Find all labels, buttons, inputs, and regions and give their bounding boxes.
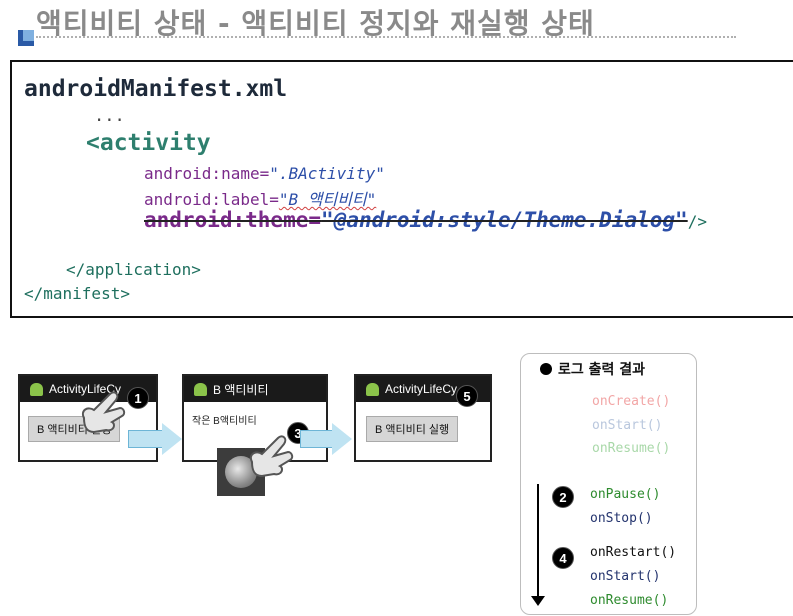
screen1-title: ActivityLifeCy (49, 382, 122, 396)
log-title: 로그 출력 결과 (558, 362, 646, 378)
code-ellipsis: ... (94, 106, 125, 126)
log-onstop: onStop() (590, 511, 653, 526)
screen2-text: 작은 B액티비티 (192, 416, 257, 427)
name-attr-key: android:name= (144, 164, 270, 183)
screen2-title: B 액티비티 (213, 382, 269, 397)
timeline-arrow-head (531, 596, 545, 606)
step-4-badge: 4 (552, 547, 574, 569)
activity-tag: <activity (86, 130, 211, 156)
hand-pointer-icon (250, 435, 294, 478)
name-attr-value: ".BActivity" (269, 164, 385, 183)
android-icon (30, 382, 43, 396)
log-oncreate: onCreate() (592, 394, 671, 409)
arrow-1-body (128, 430, 164, 448)
log-onresume-restart: onResume() (590, 593, 669, 608)
step-1-badge: 1 (127, 387, 149, 409)
arrow-2-body (300, 430, 334, 448)
arrow-1-head (162, 423, 182, 455)
timeline-line (537, 484, 539, 600)
log-onstart-restart: onStart() (590, 569, 661, 584)
title-divider (36, 36, 736, 38)
label-attribute: android:label="B 액티비티" (144, 186, 376, 210)
launch-b-activity-button[interactable]: B 액티비티 실행 (366, 416, 459, 442)
android-icon (366, 382, 379, 396)
log-onstart: onStart() (592, 418, 663, 433)
step-2-badge: 2 (552, 486, 574, 508)
theme-attr-eq: = (308, 208, 322, 232)
theme-attr-close: /> (687, 212, 707, 231)
arrow-2-head (332, 423, 352, 455)
screen-main-activity-restarted: ActivityLifeCy B 액티비티 실행 (354, 374, 492, 462)
hand-pointer-icon (82, 391, 126, 434)
bullet-icon (540, 363, 552, 375)
screen2-titlebar: B 액티비티 (184, 376, 326, 402)
theme-attribute: android:theme="@android:style/Theme.Dial… (144, 208, 707, 232)
log-onresume: onResume() (592, 441, 671, 456)
log-onrestart: onRestart() (590, 545, 677, 560)
screen-b-activity-dialog: B 액티비티 작은 B액티비티 (182, 374, 328, 462)
label-attr-key: android:label= (144, 190, 279, 209)
name-attribute: android:name=".BActivity" (144, 164, 385, 183)
theme-attr-key: android:theme (144, 208, 309, 232)
manifest-close-tag: </manifest> (24, 284, 130, 303)
slide-title: 액티비티 상태 - 액티비티 정지와 재실행 상태 (36, 7, 595, 40)
manifest-code-box: androidManifest.xml ... <activity androi… (10, 60, 793, 318)
screen3-title: ActivityLifeCy (385, 382, 458, 396)
title-bullet-icon (18, 30, 34, 46)
android-icon (194, 382, 207, 396)
manifest-filename: androidManifest.xml (24, 76, 288, 102)
application-close-tag: </application> (66, 260, 201, 279)
theme-attr-value: "@android:style/Theme.Dialog" (321, 208, 688, 232)
log-output-panel (520, 353, 697, 615)
label-attr-value: "B 액티비티" (278, 190, 377, 209)
log-onpause: onPause() (590, 487, 661, 502)
step-5-badge: 5 (456, 385, 478, 407)
